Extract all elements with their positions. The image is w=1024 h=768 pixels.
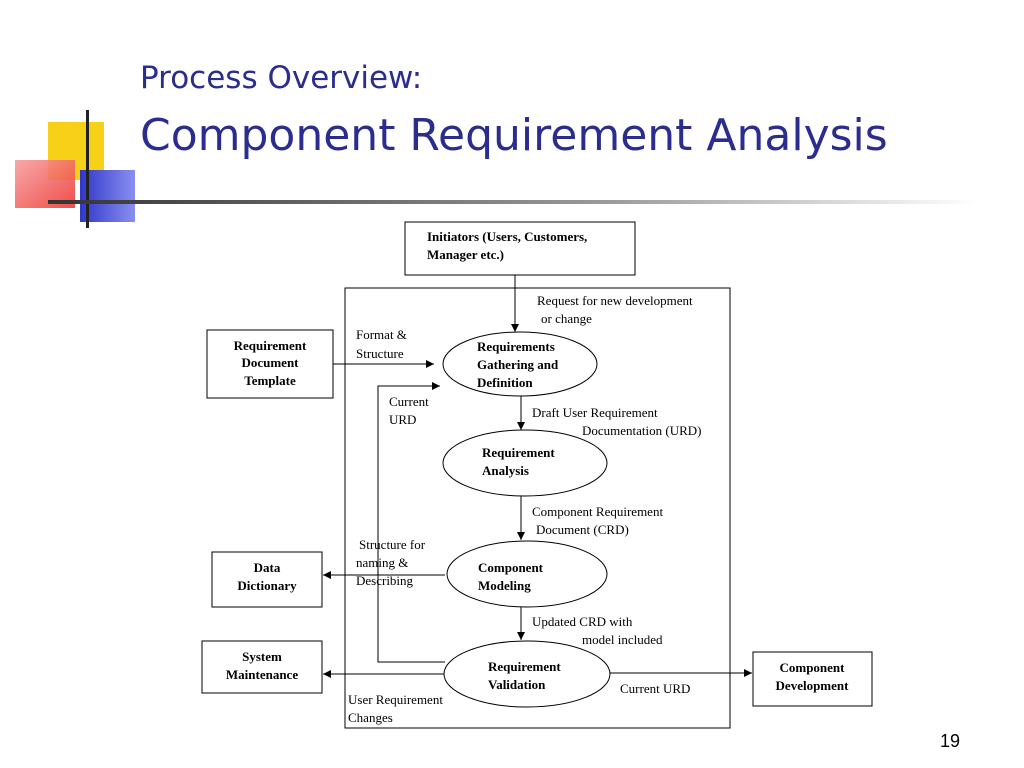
structure-label-line3: Describing bbox=[356, 573, 414, 588]
initiators-box bbox=[404, 221, 636, 276]
comp-development-line2: Development bbox=[776, 678, 850, 693]
system-maintenance-line1: System bbox=[242, 649, 282, 664]
process-frame bbox=[344, 287, 731, 729]
current-urd-label-line2: URD bbox=[389, 412, 416, 427]
data-dictionary-line1: Data bbox=[254, 560, 281, 575]
logo-blue-square bbox=[80, 170, 135, 222]
gathering-ellipse bbox=[442, 331, 598, 397]
user-req-changes-line1: User Requirement bbox=[348, 692, 443, 707]
req-doc-template-box bbox=[206, 329, 334, 399]
comp-modeling-line2: Modeling bbox=[478, 578, 531, 593]
system-maintenance-box bbox=[201, 640, 323, 694]
crd-label-line1: Component Requirement bbox=[532, 504, 663, 519]
gathering-line1: Requirements bbox=[477, 339, 555, 354]
current-urd-label-line1: Current bbox=[389, 394, 429, 409]
req-doc-template-line3: Template bbox=[244, 373, 296, 388]
gathering-line3: Definition bbox=[477, 375, 533, 390]
request-label-line1: Request for new development bbox=[537, 293, 693, 308]
logo-graphic bbox=[15, 110, 978, 228]
feedback-loop-arrow bbox=[377, 382, 445, 663]
comp-development-box bbox=[752, 651, 873, 707]
request-label-line2: or change bbox=[541, 311, 592, 326]
system-maintenance-line2: Maintenance bbox=[226, 667, 298, 682]
req-validation-ellipse bbox=[443, 640, 611, 708]
comp-development-line1: Component bbox=[779, 660, 845, 675]
draft-urd-label-line1: Draft User Requirement bbox=[532, 405, 658, 420]
comp-modeling-line1: Component bbox=[478, 560, 544, 575]
crd-label-line2: Document (CRD) bbox=[536, 522, 629, 537]
slide-title-line2: Component Requirement Analysis bbox=[140, 110, 888, 161]
draft-urd-label-line2: Documentation (URD) bbox=[582, 423, 702, 438]
current-urd-out-label: Current URD bbox=[620, 681, 690, 696]
gathering-line2: Gathering and bbox=[477, 357, 559, 372]
format-label-line1: Format & bbox=[356, 327, 407, 342]
initiators-line2: Manager etc.) bbox=[427, 247, 504, 262]
structure-label-line2: naming & bbox=[356, 555, 408, 570]
updated-crd-label-line2: model included bbox=[582, 632, 663, 647]
format-label-line2: Structure bbox=[356, 346, 404, 361]
data-dictionary-line2: Dictionary bbox=[237, 578, 297, 593]
page-number: 19 bbox=[939, 731, 960, 751]
initiators-line1: Initiators (Users, Customers, bbox=[427, 229, 587, 244]
updated-crd-label-line1: Updated CRD with bbox=[532, 614, 633, 629]
data-dictionary-box bbox=[211, 551, 323, 608]
logo-vertical-bar bbox=[86, 110, 89, 228]
req-analysis-line1: Requirement bbox=[482, 445, 555, 460]
user-req-changes-line2: Changes bbox=[348, 710, 393, 725]
req-doc-template-line2: Document bbox=[241, 355, 299, 370]
req-doc-template-line1: Requirement bbox=[234, 338, 307, 353]
title-underline-rule bbox=[48, 200, 978, 204]
req-validation-line1: Requirement bbox=[488, 659, 561, 674]
slide-title-line1: Process Overview: bbox=[140, 60, 423, 96]
req-validation-line2: Validation bbox=[488, 677, 546, 692]
req-analysis-ellipse bbox=[442, 429, 608, 497]
structure-label-line1: Structure for bbox=[359, 537, 426, 552]
comp-modeling-ellipse bbox=[446, 540, 608, 608]
req-analysis-line2: Analysis bbox=[482, 463, 529, 478]
